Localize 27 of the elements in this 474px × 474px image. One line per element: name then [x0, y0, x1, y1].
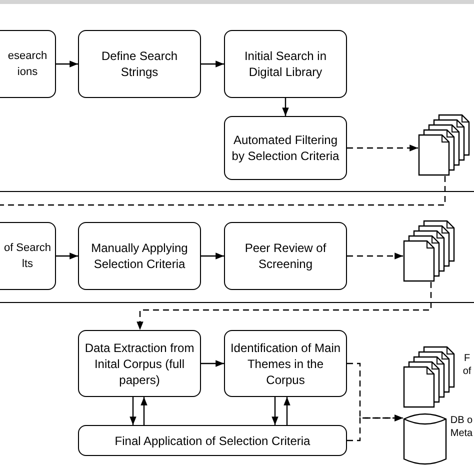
arrow — [136, 282, 432, 330]
caption-text: DB o Meta — [449, 414, 474, 440]
process-box: Identification of Main Themes in the Corpus — [224, 330, 347, 397]
process-box: Initial Search in Digital Library — [224, 30, 347, 98]
arrow — [201, 60, 224, 68]
arrow — [130, 397, 136, 425]
arrow — [347, 144, 418, 152]
arrow — [347, 252, 403, 260]
arrow — [347, 362, 403, 422]
arrow — [201, 252, 224, 260]
arrow — [272, 397, 278, 425]
caption-text: F of — [462, 352, 472, 378]
process-box: Final Application of Selection Criteria — [78, 425, 347, 456]
arrow — [201, 360, 224, 367]
arrow — [347, 414, 403, 442]
arrow — [284, 397, 290, 425]
process-box: Data Extraction from Inital Corpus (full papers) — [78, 330, 201, 397]
process-box: of Search lts — [0, 222, 56, 290]
process-box: Manually Applying Selection Criteria — [78, 222, 201, 290]
process-box: Define Search Strings — [78, 30, 201, 98]
process-box: esearch ions — [0, 30, 56, 98]
arrow — [56, 252, 78, 260]
arrow — [282, 98, 289, 116]
process-box: Peer Review of Screening — [224, 222, 347, 290]
arrow — [56, 60, 78, 68]
arrow — [140, 397, 148, 425]
process-box: Automated Filtering by Selection Criteria — [224, 116, 347, 180]
